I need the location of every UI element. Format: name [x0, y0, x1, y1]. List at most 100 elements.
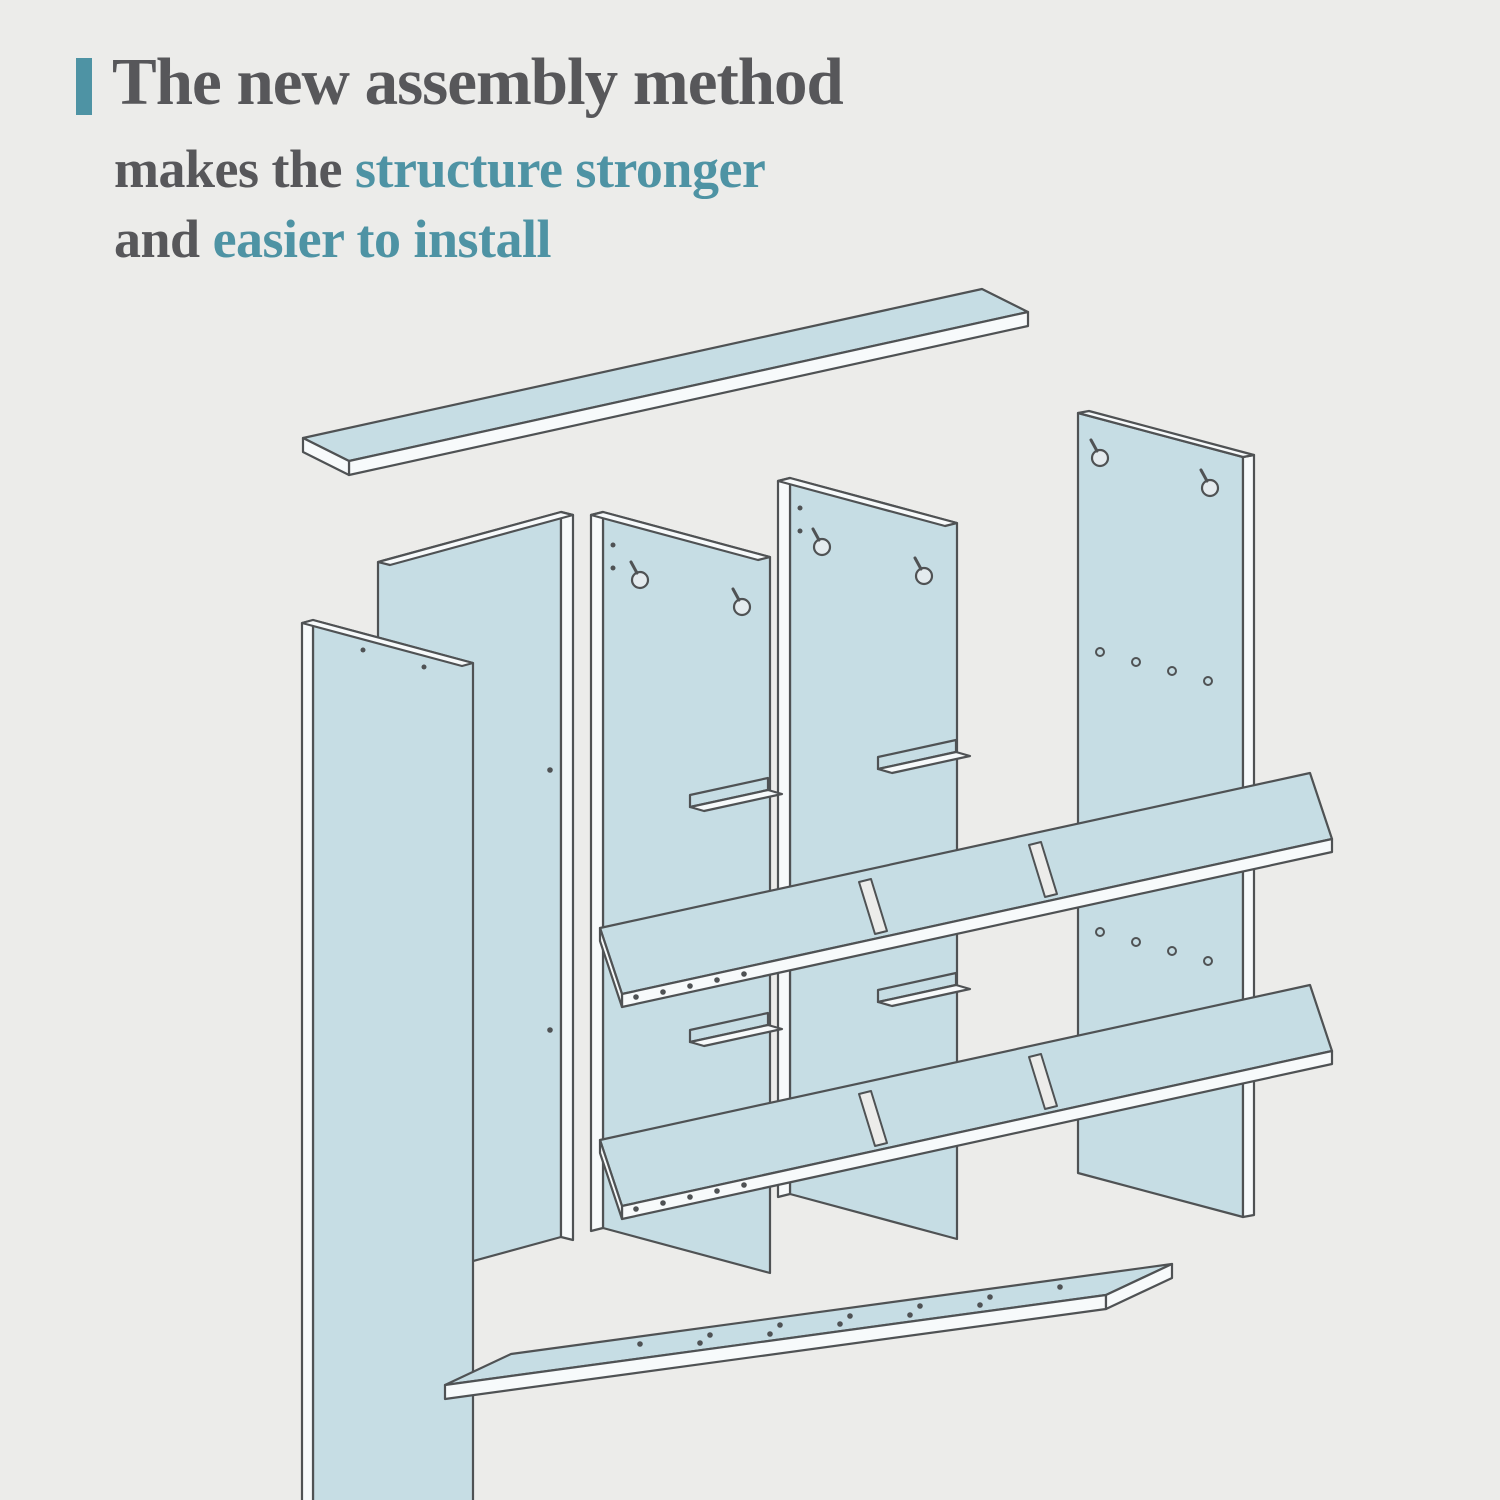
keyhole-keyhole-circle — [914, 566, 934, 586]
screw-holes-dot — [660, 1200, 666, 1206]
right-side-panel-edge — [1076, 409, 1256, 459]
lower-shelf — [598, 983, 1334, 1221]
screw-holes-dot — [633, 994, 639, 1000]
support-cleat-edge — [876, 983, 972, 1008]
shelf-pin-holes-pinhole — [1167, 666, 1177, 676]
subtitle-1-prefix: makes the — [114, 139, 355, 199]
bottom-panel-edge — [1104, 1262, 1174, 1311]
keyhole-keyhole-stem — [629, 560, 639, 575]
top-panel-face — [301, 287, 1030, 463]
screw-holes-dot — [547, 767, 553, 773]
screw-holes-dot — [767, 1331, 773, 1337]
shelf-pin-holes — [1095, 647, 1213, 966]
screw-holes-dot — [714, 977, 720, 983]
keyhole — [913, 556, 934, 586]
screw-holes-dot — [977, 1302, 983, 1308]
vertical-divider-2 — [776, 476, 959, 1241]
subtitle-line-1: makes the structure stronger — [114, 138, 766, 200]
support-cleat-edge — [688, 1023, 784, 1048]
divider-slot — [1028, 841, 1058, 898]
keyhole-keyhole-circle — [812, 537, 832, 557]
shelf-pin-holes-pinhole — [1095, 927, 1105, 937]
back-panel-edge — [559, 510, 575, 1242]
screw-holes-dot — [847, 1313, 853, 1319]
keyhole-keyhole-circle — [1200, 478, 1220, 498]
keyhole — [1199, 468, 1220, 498]
screw-holes-dot — [797, 528, 803, 534]
screw-holes-dot — [421, 664, 427, 670]
support-cleat — [876, 971, 972, 1008]
screw-holes — [637, 1284, 1063, 1347]
subtitle-1-highlight: structure stronger — [354, 139, 766, 199]
screw-holes-dot — [1057, 1284, 1063, 1290]
screw-holes-dot — [687, 1194, 693, 1200]
left-side-panel-edge — [300, 618, 315, 1500]
shelf-pin-holes-pinhole — [1131, 937, 1141, 947]
screw-holes — [610, 542, 616, 571]
left-side-panel-face — [311, 618, 475, 1500]
left-side-panel-edge — [300, 618, 475, 668]
bottom-panel — [443, 1262, 1174, 1401]
top-panel-edge — [301, 436, 351, 477]
screw-holes-dot — [547, 1027, 553, 1033]
vertical-divider-2-edge — [776, 476, 959, 528]
subtitle-2-highlight: easier to install — [212, 209, 552, 269]
divider-slot — [858, 878, 888, 935]
vertical-divider-1-edge — [589, 510, 772, 562]
subtitle-line-2: and easier to install — [114, 208, 552, 270]
shelf-pin-holes-pinhole — [1167, 946, 1177, 956]
screw-holes-dot — [797, 505, 803, 511]
keyhole — [1089, 438, 1110, 468]
subtitle-2-prefix: and — [114, 209, 213, 269]
screw-holes-dot — [660, 989, 666, 995]
screw-holes-dot — [360, 647, 366, 653]
keyhole-keyhole-stem — [1199, 468, 1209, 483]
keyhole-keyhole-stem — [913, 556, 923, 571]
bottom-panel-face — [443, 1262, 1174, 1387]
screw-holes-dot — [610, 565, 616, 571]
upper-shelf — [598, 771, 1334, 1009]
keyhole — [629, 560, 650, 590]
screw-holes-dot — [907, 1312, 913, 1318]
support-cleat — [688, 1011, 784, 1048]
screw-holes — [633, 971, 747, 1000]
screw-holes — [547, 767, 553, 1033]
top-panel — [301, 287, 1030, 477]
divider-slot — [1028, 1053, 1058, 1110]
shelf-pin-holes-pinhole — [1131, 657, 1141, 667]
keyhole-keyhole-stem — [811, 527, 821, 542]
screw-holes-dot — [707, 1332, 713, 1338]
bottom-panel-edge — [443, 1293, 1108, 1401]
shelf-pin-holes-pinhole — [1203, 956, 1213, 966]
keyhole-keyhole-circle — [732, 597, 752, 617]
top-panel-edge — [347, 310, 1030, 477]
keyhole-keyhole-stem — [1089, 438, 1099, 453]
screw-holes-dot — [741, 1182, 747, 1188]
screw-holes-dot — [714, 1188, 720, 1194]
keyhole-keyhole-circle — [1090, 448, 1110, 468]
back-panel-edge — [376, 510, 575, 567]
support-cleat-edge — [876, 750, 972, 775]
screw-holes-dot — [987, 1294, 993, 1300]
screw-holes-dot — [837, 1321, 843, 1327]
shelf-pin-holes-pinhole — [1095, 647, 1105, 657]
support-cleat — [688, 776, 784, 813]
vertical-divider-2-edge — [776, 476, 792, 1199]
screw-holes-dot — [637, 1341, 643, 1347]
screw-holes-dot — [610, 542, 616, 548]
keyhole — [811, 527, 832, 557]
screw-holes — [797, 505, 803, 534]
support-cleat — [876, 738, 972, 775]
left-side-panel — [300, 618, 475, 1500]
screw-holes-dot — [741, 971, 747, 977]
screw-holes-dot — [697, 1340, 703, 1346]
screw-holes-dot — [777, 1322, 783, 1328]
divider-slot — [858, 1090, 888, 1147]
page-title: The new assembly method — [112, 45, 844, 119]
accent-bar — [76, 58, 92, 115]
upper-shelf-edge — [598, 926, 624, 1009]
screw-holes — [360, 647, 427, 670]
lower-shelf-edge — [598, 1138, 624, 1221]
